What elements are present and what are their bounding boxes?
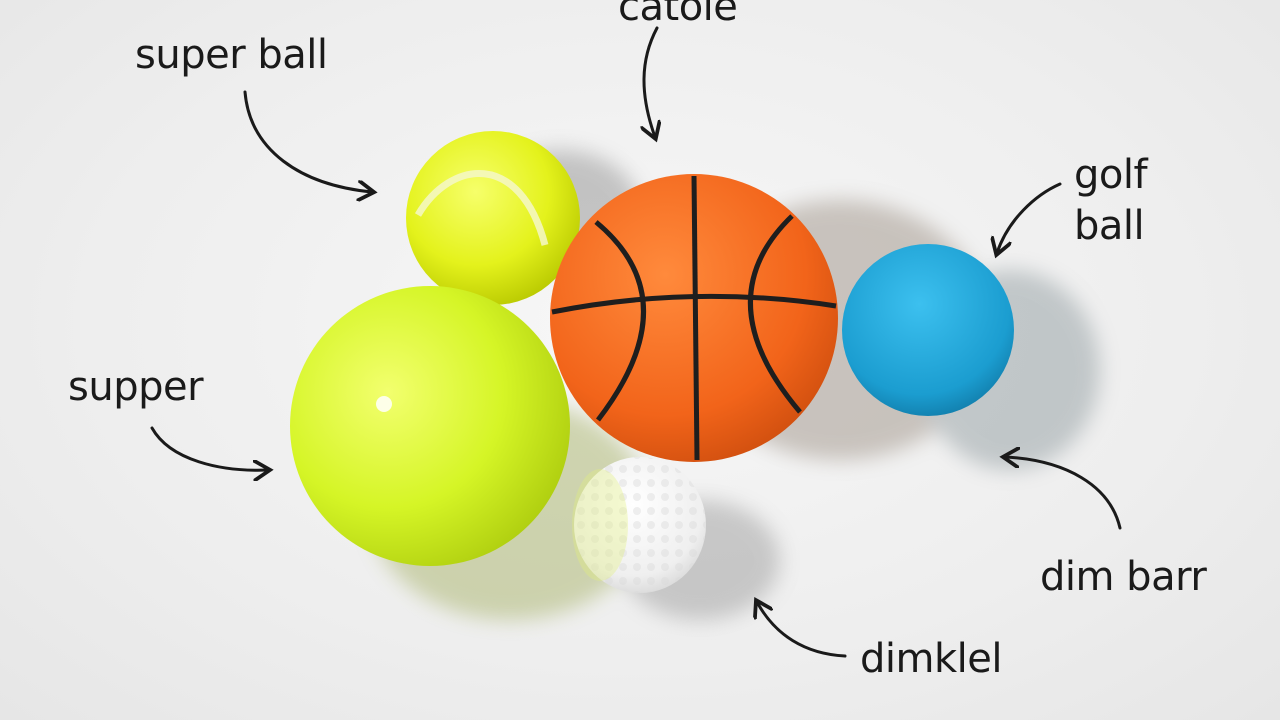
blue-ball [842,244,1014,416]
label-super-ball: super ball [135,32,328,78]
golf-ball [572,457,706,593]
tennis-ball [406,131,580,305]
label-dimklel: dimklel [860,636,1002,682]
arrow-dimklel [757,602,847,658]
label-supper: supper [68,364,204,410]
label-ball: ball [1074,203,1145,249]
lime-super-ball [290,286,570,566]
label-catole: catole [618,0,738,30]
arrow-dim-barr [1005,457,1122,530]
label-golf: golf [1074,152,1148,198]
arrow-supper [150,426,268,470]
arrow-catole [644,26,657,137]
basketball [550,174,838,462]
annotation-arrows [150,26,1122,658]
arrow-super-ball [243,90,372,192]
arrow-golf-ball [997,182,1062,253]
label-dim-barr: dim barr [1040,554,1207,600]
